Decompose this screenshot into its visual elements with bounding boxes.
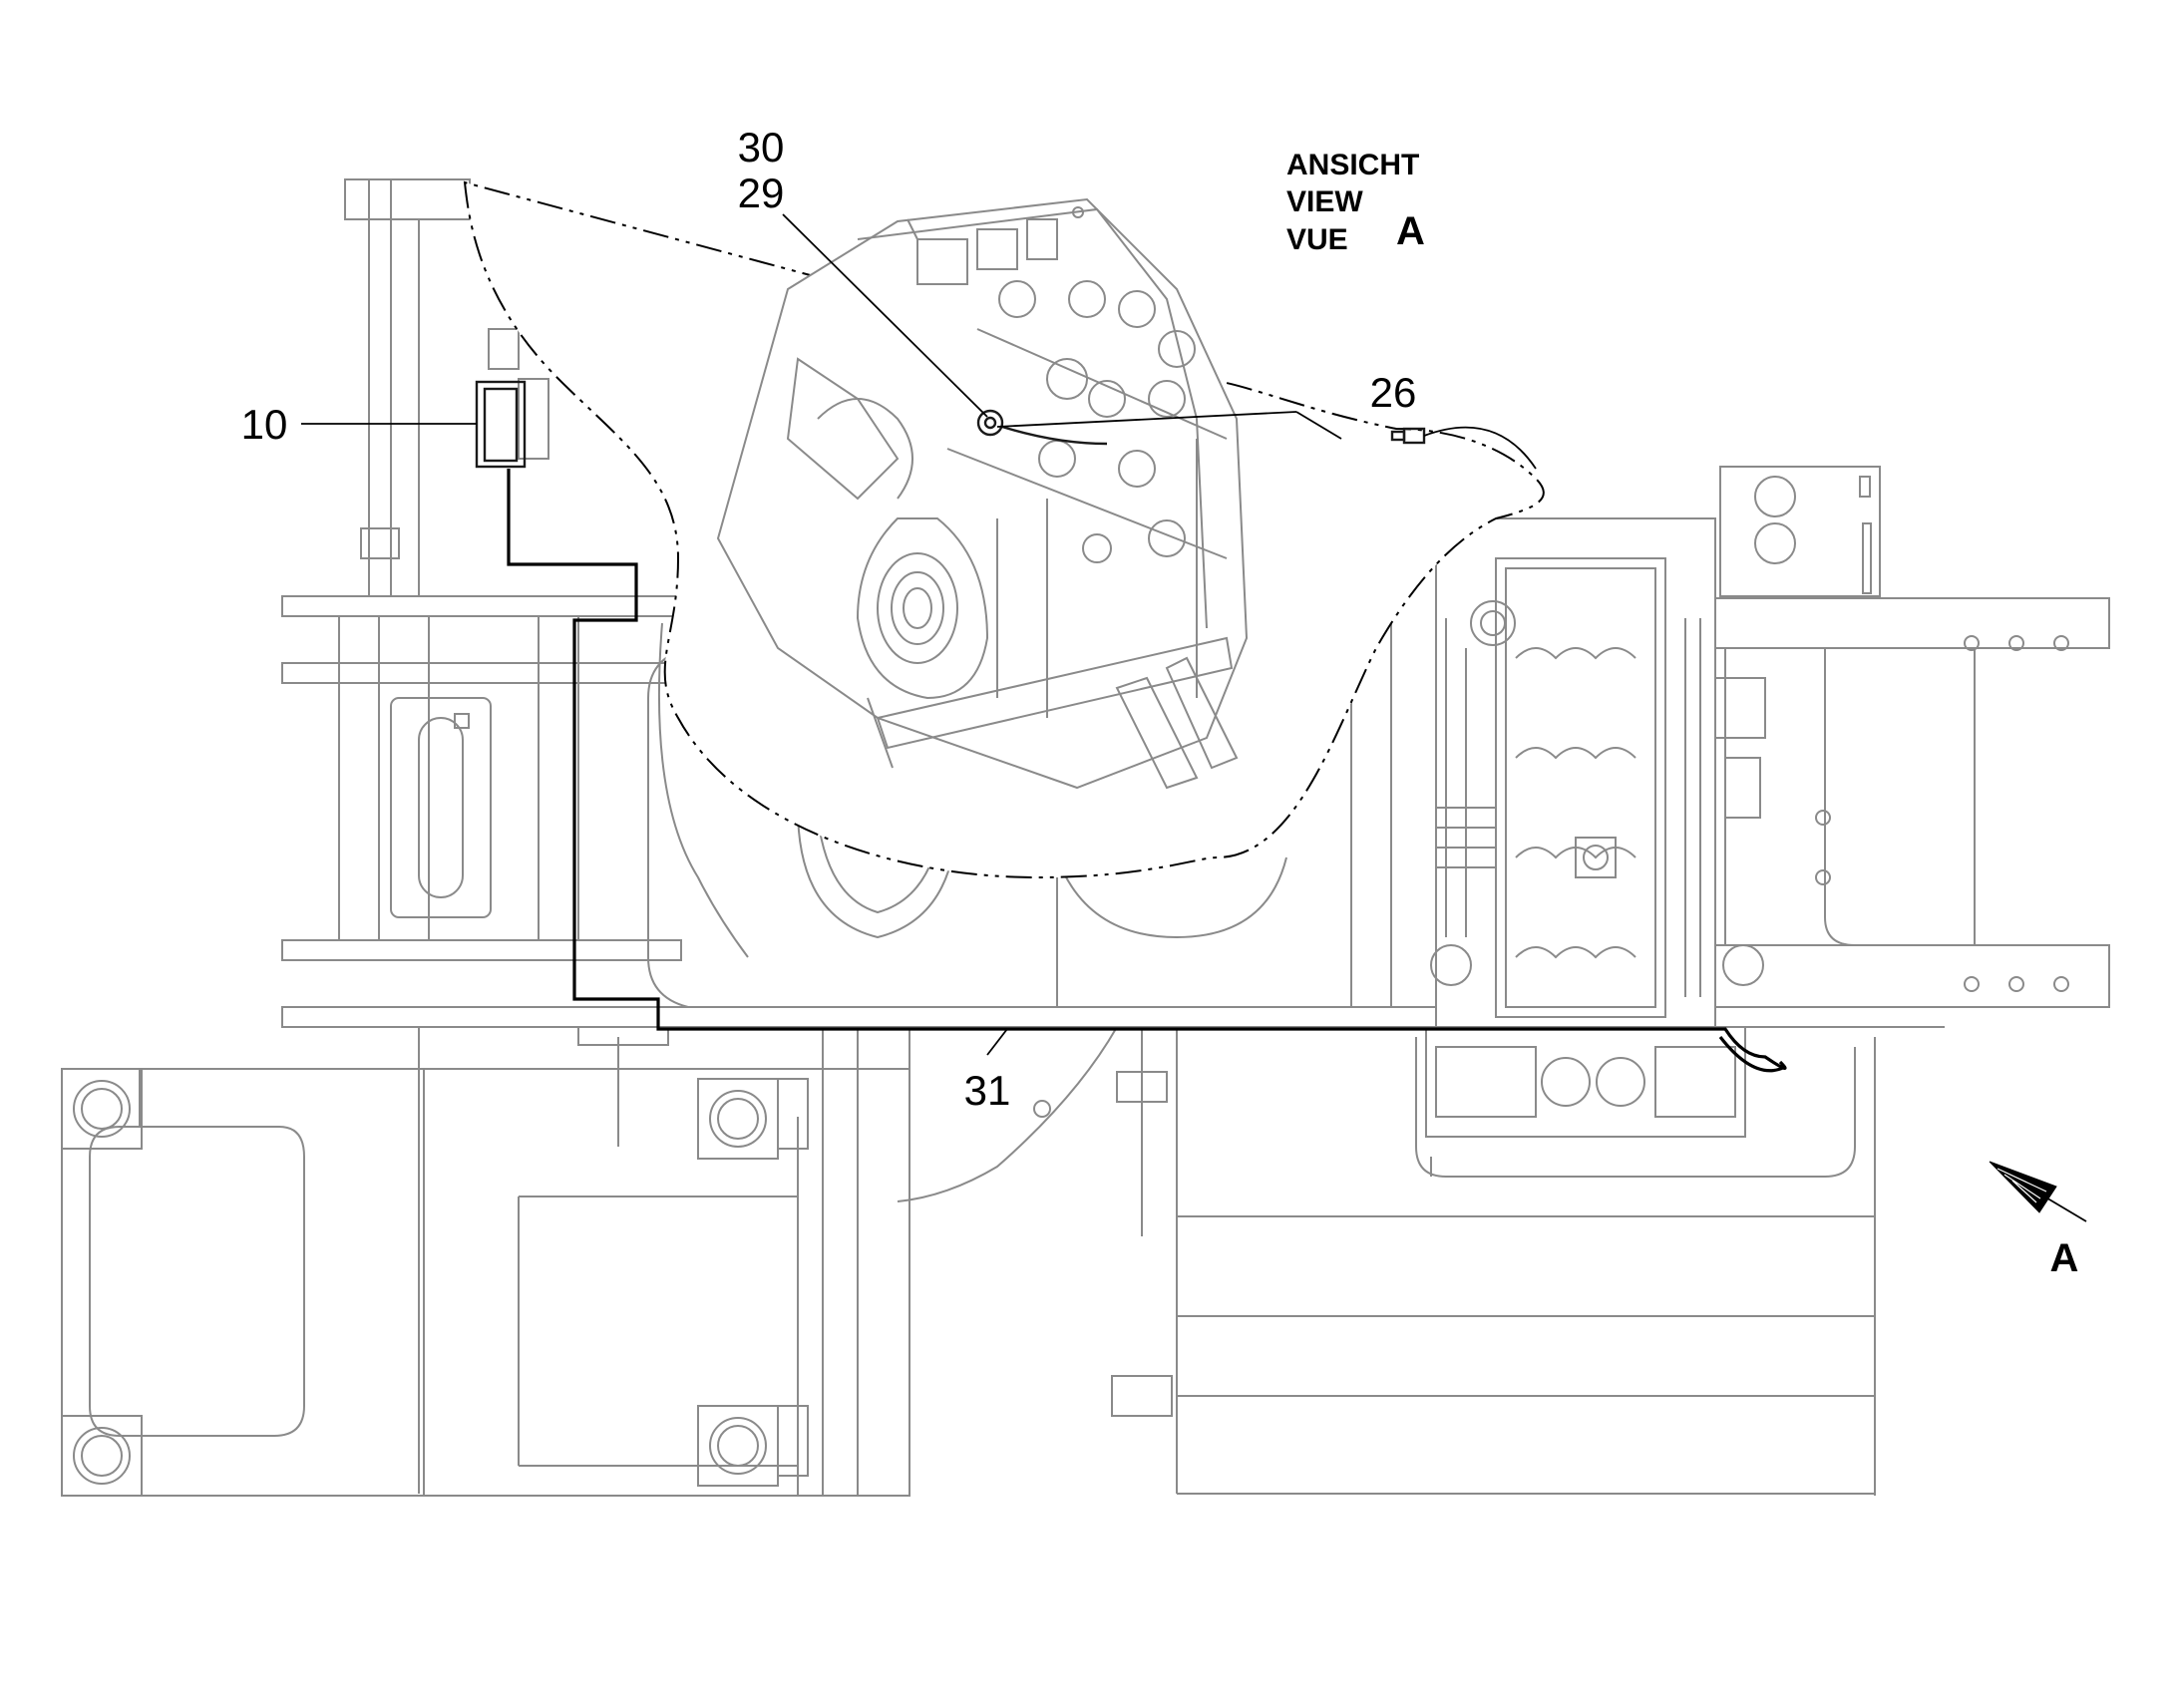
left-tower-frame: [344, 178, 549, 598]
left-cross-beams: [281, 595, 682, 1028]
engine-perspective-detail: [716, 197, 1249, 790]
callout-26: 26: [1370, 369, 1417, 416]
view-label-vue: VUE: [1286, 223, 1348, 256]
bolt-26: [1390, 426, 1537, 470]
connector-29-30: [976, 409, 1108, 446]
lower-left-tank-block: [61, 1026, 910, 1497]
callout-30: 30: [738, 124, 785, 171]
engine-top-view: [1415, 517, 1856, 1178]
callout-leaders: [301, 213, 1342, 1056]
view-direction-arrow: [1989, 1161, 2087, 1222]
callout-29: 29: [738, 170, 785, 216]
callout-10: 10: [241, 401, 288, 448]
view-label-view: VIEW: [1286, 185, 1363, 218]
direction-marker-label: A: [2050, 1236, 2079, 1280]
callout-31: 31: [964, 1067, 1011, 1114]
view-label-letter: A: [1396, 209, 1425, 253]
view-label-ansicht: ANSICHT: [1286, 149, 1419, 181]
right-frame: [1111, 466, 2110, 1496]
cable-harness-31: [475, 380, 1787, 1073]
